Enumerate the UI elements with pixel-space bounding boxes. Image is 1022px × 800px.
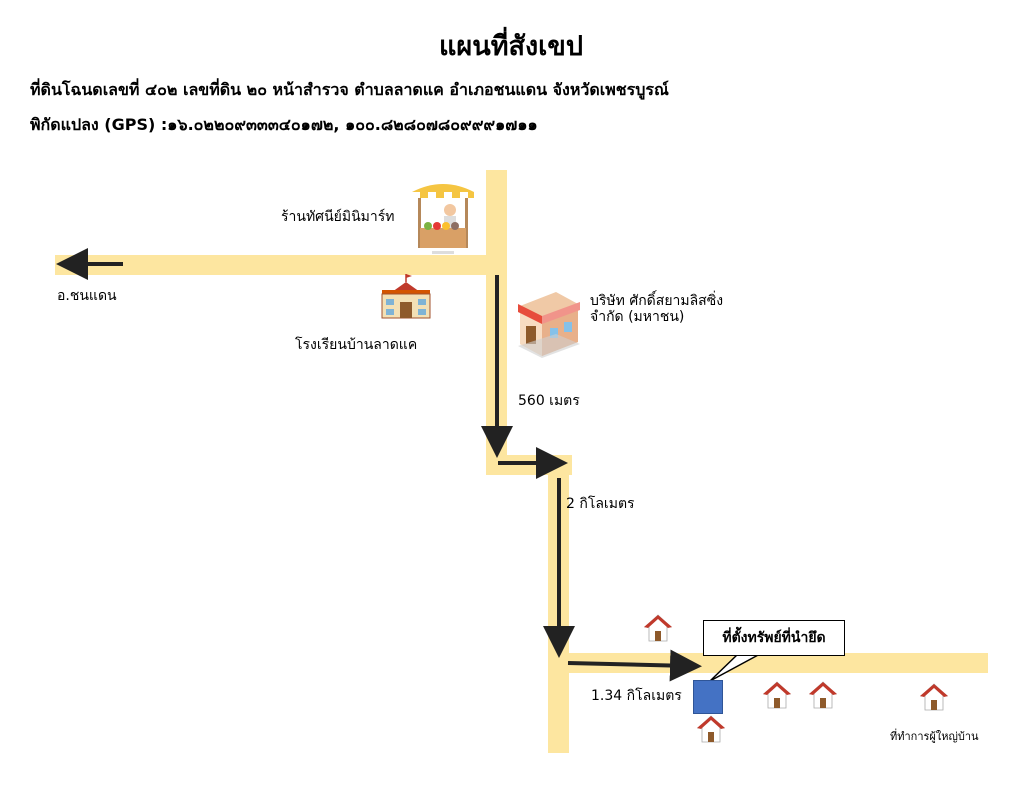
- distance-label-2: 2 กิโลเมตร: [566, 496, 635, 512]
- minimart-stall-icon: [412, 184, 474, 254]
- callout-pointer: [709, 653, 761, 682]
- school-icon: [381, 274, 431, 319]
- road-east-horizontal: [548, 653, 988, 673]
- property-marker: [693, 680, 723, 714]
- house-icon: [643, 614, 673, 642]
- house-icon: [919, 683, 949, 711]
- company-label-line2: จำกัด (มหาชน): [590, 309, 685, 325]
- distance-label-3: 1.34 กิโลเมตร: [591, 688, 682, 704]
- land-deed-info: ที่ดินโฉนดเลขที่ ๔๐๒ เลขที่ดิน ๒๐ หน้าสำ…: [30, 80, 669, 99]
- minimart-label: ร้านทัศนีย์มินิมาร์ท: [281, 209, 395, 225]
- village-office-label: ที่ทำการผู้ใหญ่บ้าน: [890, 730, 979, 743]
- company-label-line1: บริษัท ศักดิ์สยามลิสซิ่ง: [590, 293, 724, 309]
- house-icon: [696, 715, 726, 743]
- map-title: แผนที่สังเขป: [439, 31, 583, 62]
- school-label: โรงเรียนบ้านลาดแค: [295, 337, 418, 353]
- distance-label-1: 560 เมตร: [518, 393, 580, 409]
- house-icon: [762, 681, 792, 709]
- house-icon: [808, 681, 838, 709]
- arrow-right-2: [567, 649, 702, 682]
- shop-building-icon: [518, 292, 580, 358]
- gps-coordinates: พิกัดแปลง (GPS) :๑๖.๐๒๒๐๙๓๓๓๔๐๑๗๒, ๑๐๐.๘…: [30, 115, 538, 134]
- property-callout: ที่ตั้งทรัพย์ที่นำยึด: [703, 620, 845, 656]
- district-label: อ.ชนแดน: [57, 288, 117, 304]
- road-west-horizontal: [55, 255, 507, 275]
